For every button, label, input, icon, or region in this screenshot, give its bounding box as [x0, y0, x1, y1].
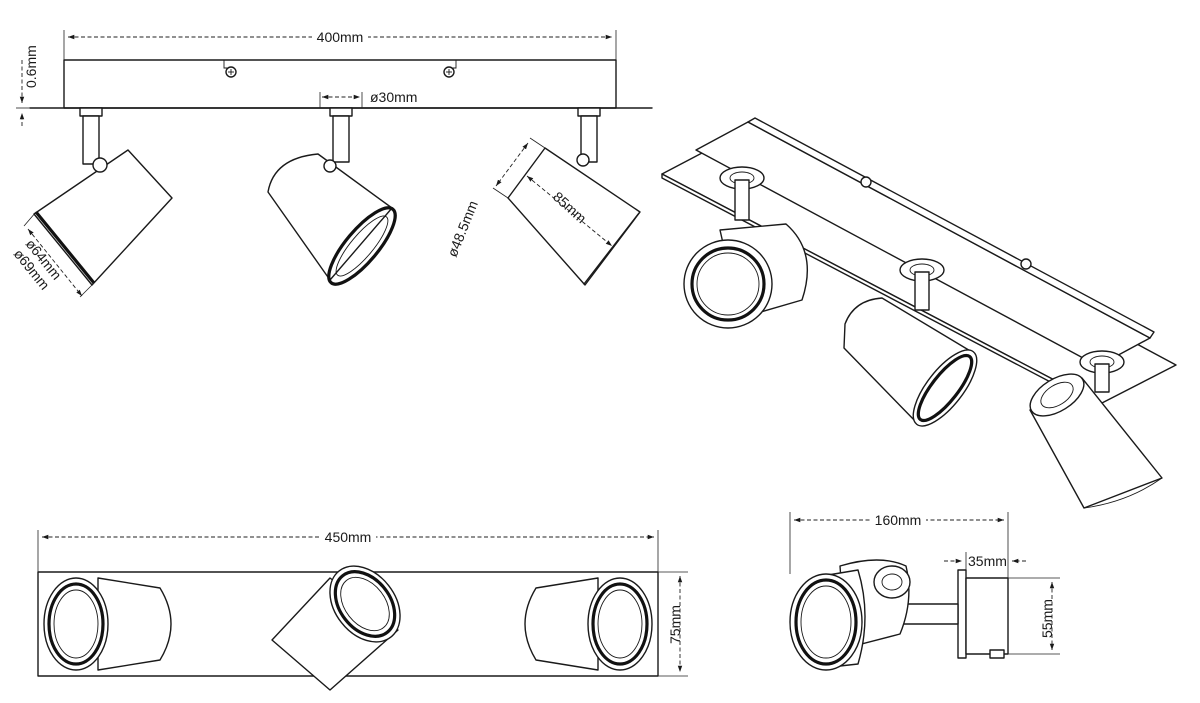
front-view: 400mm ø30mm 0.6mm ø64mm ø69mm ø48.5mm 85… [11, 29, 653, 298]
head-rear-diameter-label: ø48.5mm [444, 198, 481, 259]
plate-depth-label: 35mm [968, 553, 1007, 569]
projection-label: 160mm [875, 512, 922, 528]
iso-head-3 [1029, 373, 1163, 509]
stem-diameter-label: ø30mm [370, 89, 417, 105]
spotlight-head-middle [267, 153, 397, 286]
isometric-view [661, 117, 1177, 509]
screw-icon [443, 60, 457, 78]
iso-head-1 [683, 223, 808, 329]
plate-length-label: 450mm [325, 529, 372, 545]
iso-head-2 [843, 297, 978, 427]
rail-length-label: 400mm [317, 29, 364, 45]
plate-height-label: 55mm [1039, 599, 1055, 638]
side-view: 160mm 35mm 55mm [789, 512, 1060, 671]
plate-width-label: 75mm [667, 605, 683, 644]
screw-icon [223, 60, 237, 78]
plate-thickness-label: 0.6mm [23, 45, 39, 88]
bottom-view: 450mm 75mm [37, 529, 688, 691]
